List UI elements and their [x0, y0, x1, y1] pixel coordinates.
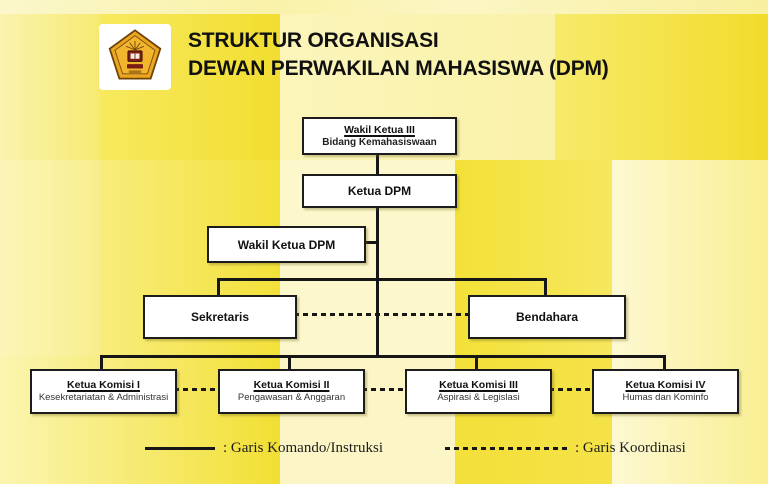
org-box-title: Wakil Ketua III: [344, 123, 415, 136]
org-box-title: Ketua Komisi II: [253, 379, 330, 391]
org-box-wakil-ketua-iii: Wakil Ketua III Bidang Kemahasiswaan: [302, 117, 457, 155]
org-box-ketua-dpm: Ketua DPM: [302, 174, 457, 208]
org-box-komisi-2: Ketua Komisi II Pengawasan & Anggaran: [218, 369, 365, 414]
org-box-sekretaris: Sekretaris: [143, 295, 297, 339]
org-box-wakil-ketua-dpm: Wakil Ketua DPM: [207, 226, 366, 263]
org-box-subtitle: Aspirasi & Legislasi: [437, 392, 520, 403]
org-box-title: Ketua Komisi I: [67, 379, 140, 391]
org-box-title: Ketua DPM: [347, 184, 412, 198]
legend-komando: : Garis Komando/Instruksi: [145, 440, 383, 457]
komando-line: [100, 355, 665, 358]
komando-line: [376, 151, 379, 175]
legend-koordinasi-label: : Garis Koordinasi: [575, 440, 686, 456]
title-line-1: STRUKTUR ORGANISASI: [188, 29, 439, 52]
komando-line: [100, 355, 103, 370]
koordinasi-line: [174, 388, 218, 391]
title-line-2: DEWAN PERWAKILAN MAHASISWA (DPM): [188, 57, 609, 80]
komando-line: [475, 355, 478, 370]
bg-tile: [0, 0, 768, 14]
bg-tile: [555, 14, 768, 160]
koordinasi-line: [362, 388, 405, 391]
org-box-bendahara: Bendahara: [468, 295, 626, 339]
legend-komando-label: : Garis Komando/Instruksi: [223, 440, 383, 456]
org-box-subtitle: Humas dan Kominfo: [622, 392, 709, 403]
komando-line: [217, 278, 220, 296]
bg-tile: [0, 14, 100, 160]
komando-line: [362, 241, 377, 244]
campus-pentagon-logo-icon: [108, 29, 162, 80]
legend-koordinasi: : Garis Koordinasi: [445, 440, 686, 457]
org-box-subtitle: Pengawasan & Anggaran: [237, 392, 346, 403]
koordinasi-line: [549, 388, 592, 391]
logo-card: [99, 24, 171, 90]
page-title: STRUKTUR ORGANISASI DEWAN PERWAKILAN MAH…: [188, 27, 609, 83]
komando-line: [288, 355, 291, 370]
org-box-subtitle: Bidang Kemahasiswaan: [322, 136, 437, 148]
org-box-komisi-4: Ketua Komisi IV Humas dan Kominfo: [592, 369, 739, 414]
org-box-komisi-3: Ketua Komisi III Aspirasi & Legislasi: [405, 369, 552, 414]
org-box-title: Wakil Ketua DPM: [237, 237, 336, 252]
dashed-line-sample-icon: [445, 447, 567, 450]
org-box-komisi-1: Ketua Komisi I Kesekretariatan & Adminis…: [30, 369, 177, 414]
koordinasi-line: [294, 313, 468, 316]
solid-line-sample-icon: [145, 447, 215, 450]
org-box-subtitle: Kesekretariatan & Administrasi: [38, 392, 169, 403]
komando-line: [663, 355, 666, 370]
komando-line: [217, 278, 546, 281]
komando-line: [376, 204, 379, 357]
org-box-title: Sekretaris: [190, 310, 250, 324]
komando-line: [544, 278, 547, 296]
bg-tile: [612, 160, 768, 484]
org-box-title: Ketua Komisi IV: [625, 379, 706, 391]
org-box-title: Bendahara: [515, 310, 579, 324]
org-box-title: Ketua Komisi III: [439, 379, 518, 391]
bg-tile: [0, 160, 100, 356]
